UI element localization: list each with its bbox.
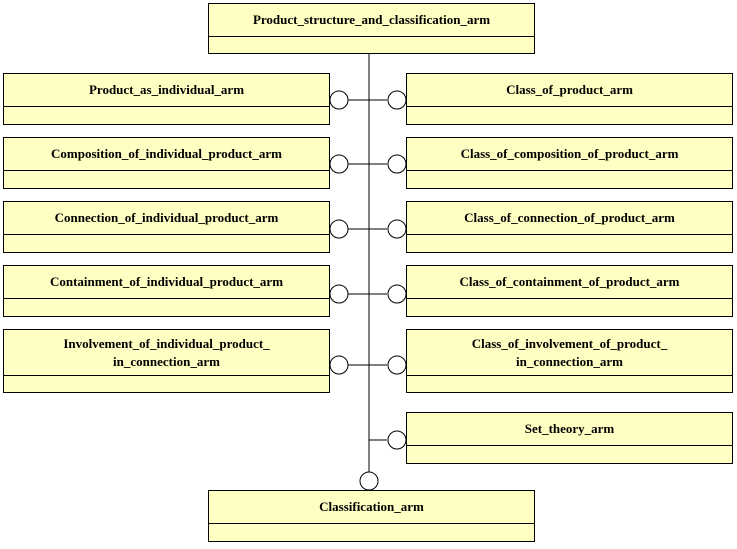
module-label-right-2: Class_of_composition_of_product_arm	[407, 138, 732, 171]
interface-circle-right-6	[387, 430, 407, 450]
module-box-bottom: Classification_arm	[208, 490, 535, 542]
interface-circle-bottom	[359, 471, 379, 491]
interface-circle-right-3	[387, 219, 407, 239]
module-box-right-2: Class_of_composition_of_product_arm	[406, 137, 733, 189]
interface-circle-left-4	[329, 284, 349, 304]
module-label-left-3: Connection_of_individual_product_arm	[4, 202, 329, 235]
interface-circle-right-5	[387, 355, 407, 375]
module-label-right-5: Class_of_involvement_of_product_ in_conn…	[407, 330, 732, 376]
interface-circle-left-5	[329, 355, 349, 375]
module-label-left-4: Containment_of_individual_product_arm	[4, 266, 329, 299]
module-label-left-5: Involvement_of_individual_product_ in_co…	[4, 330, 329, 376]
module-box-left-5: Involvement_of_individual_product_ in_co…	[3, 329, 330, 393]
module-box-right-1: Class_of_product_arm	[406, 73, 733, 125]
interface-circle-left-2	[329, 154, 349, 174]
interface-circle-right-1	[387, 90, 407, 110]
module-box-right-3: Class_of_connection_of_product_arm	[406, 201, 733, 253]
module-box-right-6: Set_theory_arm	[406, 412, 733, 464]
module-box-left-1: Product_as_individual_arm	[3, 73, 330, 125]
module-box-right-5: Class_of_involvement_of_product_ in_conn…	[406, 329, 733, 393]
module-box-top: Product_structure_and_classification_arm	[208, 3, 535, 54]
module-box-right-4: Class_of_containment_of_product_arm	[406, 265, 733, 317]
module-label-right-1: Class_of_product_arm	[407, 74, 732, 107]
module-label-right-3: Class_of_connection_of_product_arm	[407, 202, 732, 235]
interface-circle-left-3	[329, 219, 349, 239]
module-label-right-6: Set_theory_arm	[407, 413, 732, 446]
module-label-bottom: Classification_arm	[209, 491, 534, 524]
module-box-left-3: Connection_of_individual_product_arm	[3, 201, 330, 253]
module-label-top: Product_structure_and_classification_arm	[209, 4, 534, 37]
module-box-left-2: Composition_of_individual_product_arm	[3, 137, 330, 189]
interface-circle-right-4	[387, 284, 407, 304]
interface-circle-right-2	[387, 154, 407, 174]
module-box-left-4: Containment_of_individual_product_arm	[3, 265, 330, 317]
module-label-right-4: Class_of_containment_of_product_arm	[407, 266, 732, 299]
module-label-left-1: Product_as_individual_arm	[4, 74, 329, 107]
interface-circle-left-1	[329, 90, 349, 110]
module-label-left-2: Composition_of_individual_product_arm	[4, 138, 329, 171]
